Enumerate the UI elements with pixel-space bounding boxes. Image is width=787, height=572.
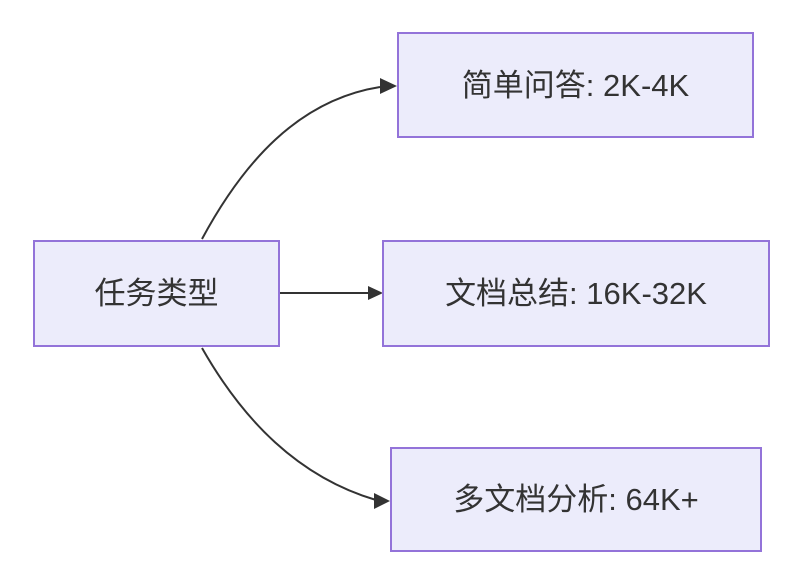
edge-root-to-top (201, 86, 381, 240)
node-doc-summary-label: 文档总结: 16K-32K (445, 276, 707, 311)
edge-root-to-bottom (201, 347, 377, 501)
arrowhead-top-icon (380, 78, 397, 94)
node-task-type-label: 任务类型 (94, 276, 219, 311)
arrowhead-middle-icon (368, 286, 383, 300)
node-task-type: 任务类型 (33, 240, 280, 347)
arrowhead-bottom-icon (374, 493, 390, 509)
node-multi-doc-analysis: 多文档分析: 64K+ (390, 447, 762, 552)
node-simple-qa-label: 简单问答: 2K-4K (461, 67, 690, 103)
node-doc-summary: 文档总结: 16K-32K (382, 240, 770, 347)
node-simple-qa: 简单问答: 2K-4K (397, 32, 754, 138)
node-multi-doc-analysis-label: 多文档分析: 64K+ (453, 482, 699, 517)
